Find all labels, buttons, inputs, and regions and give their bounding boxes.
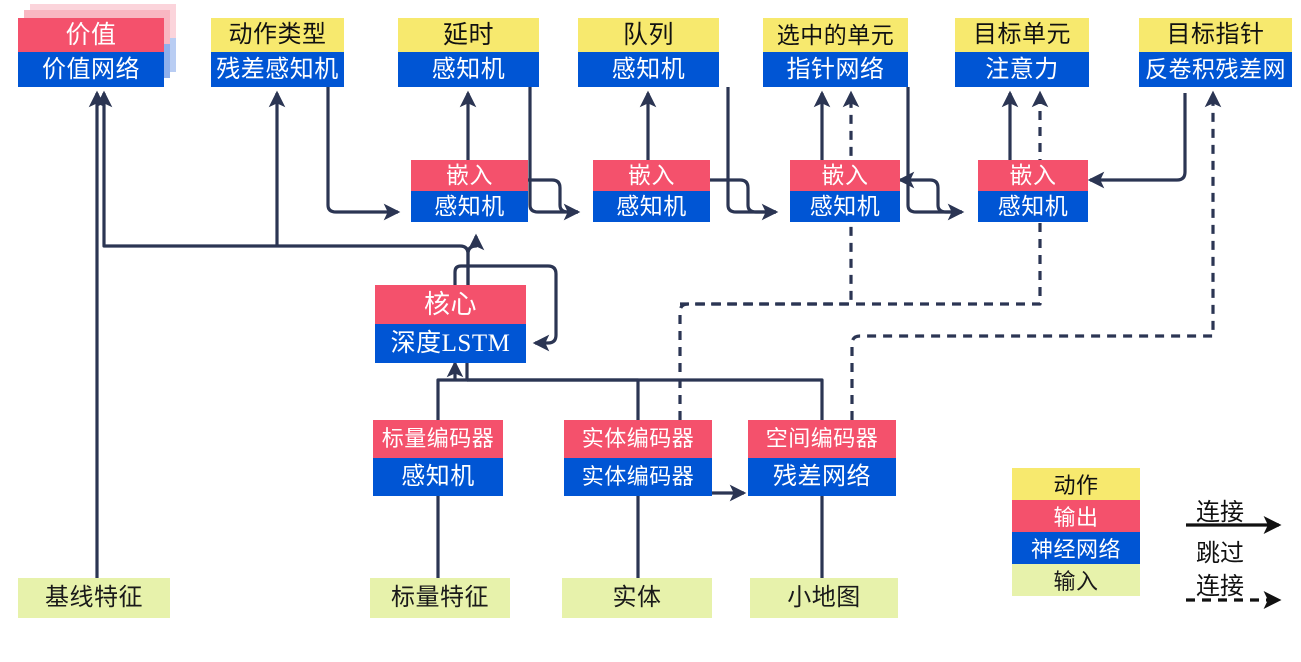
node-delay[interactable]: 延时 感知机 bbox=[398, 18, 539, 87]
wire-branch-into-embed4 bbox=[929, 178, 962, 214]
node-embed-2[interactable]: 嵌入 感知机 bbox=[593, 160, 710, 222]
legend-skip-label-line2: 连接 bbox=[1196, 574, 1244, 600]
wire-entityenc-to-corebus bbox=[467, 378, 640, 420]
wire-queued-to-embed3 bbox=[726, 87, 779, 221]
node-spatial-encoder[interactable]: 空间编码器 残差网络 bbox=[748, 420, 896, 496]
node-entity-encoder[interactable]: 实体编码器 实体编码器 bbox=[564, 420, 712, 496]
legend-output-label: 输出 bbox=[1012, 500, 1140, 532]
legend-skip-label-line1: 跳过 bbox=[1196, 541, 1244, 567]
node-selected-units-bottom: 指针网络 bbox=[763, 52, 908, 87]
node-scalar-encoder-bottom: 感知机 bbox=[373, 458, 503, 496]
node-core-top: 核心 bbox=[375, 285, 526, 324]
input-baseline-features-label: 基线特征 bbox=[18, 578, 170, 618]
wire-scalarenc-to-corebus bbox=[436, 363, 469, 420]
node-spatial-encoder-top: 空间编码器 bbox=[748, 420, 896, 458]
node-target-point[interactable]: 目标指针 反卷积残差网 bbox=[1139, 18, 1292, 87]
node-entity-encoder-bottom: 实体编码器 bbox=[564, 458, 712, 496]
input-minimap-label: 小地图 bbox=[750, 578, 898, 618]
node-input-baseline-features[interactable]: 基线特征 bbox=[18, 578, 170, 618]
node-value[interactable]: 价值 价值网络 bbox=[18, 18, 164, 87]
node-value-bottom: 价值网络 bbox=[18, 52, 164, 87]
node-embed-3[interactable]: 嵌入 感知机 bbox=[790, 160, 900, 222]
node-entity-encoder-top: 实体编码器 bbox=[564, 420, 712, 458]
node-queued-top: 队列 bbox=[578, 18, 719, 52]
legend-action-label: 动作 bbox=[1012, 468, 1140, 500]
node-embed-2-bottom: 感知机 bbox=[593, 191, 710, 222]
legend-connection-label: 连接 bbox=[1196, 500, 1244, 526]
wire-targetpoint-to-embed4 bbox=[1087, 93, 1187, 189]
node-target-point-bottom: 反卷积残差网 bbox=[1139, 52, 1292, 87]
wire-core-to-embed1 bbox=[466, 233, 485, 285]
node-selected-units-top: 选中的单元 bbox=[763, 18, 908, 52]
node-input-minimap[interactable]: 小地图 bbox=[750, 578, 898, 618]
wire-delay-to-embed2 bbox=[528, 87, 581, 221]
node-scalar-encoder-top: 标量编码器 bbox=[373, 420, 503, 458]
node-target-unit-bottom: 注意力 bbox=[955, 52, 1089, 87]
node-core[interactable]: 核心 深度LSTM bbox=[375, 285, 526, 363]
node-delay-bottom: 感知机 bbox=[398, 52, 539, 87]
node-spatial-encoder-bottom: 残差网络 bbox=[748, 458, 896, 496]
input-entities-label: 实体 bbox=[562, 578, 712, 618]
node-delay-top: 延时 bbox=[398, 18, 539, 52]
node-action-type-bottom: 残差感知机 bbox=[211, 52, 344, 87]
legend-color-key: 动作 输出 神经网络 输入 bbox=[1012, 468, 1140, 596]
node-embed-4[interactable]: 嵌入 感知机 bbox=[978, 160, 1088, 222]
node-input-entities[interactable]: 实体 bbox=[562, 578, 712, 618]
node-scalar-encoder[interactable]: 标量编码器 感知机 bbox=[373, 420, 503, 496]
wire-actiontype-to-embed1 bbox=[326, 87, 401, 221]
input-scalar-features-label: 标量特征 bbox=[370, 578, 510, 618]
node-embed-4-bottom: 感知机 bbox=[978, 191, 1088, 222]
skip-spatialenc-to-targetpoint bbox=[850, 90, 1222, 420]
node-embed-4-top: 嵌入 bbox=[978, 160, 1088, 191]
node-action-type[interactable]: 动作类型 残差感知机 bbox=[211, 18, 344, 87]
node-core-bottom: 深度LSTM bbox=[375, 324, 526, 363]
node-embed-3-top: 嵌入 bbox=[790, 160, 900, 191]
legend-input-label: 输入 bbox=[1012, 564, 1140, 596]
node-embed-1-top: 嵌入 bbox=[411, 160, 528, 191]
node-target-point-top: 目标指针 bbox=[1139, 18, 1292, 52]
node-embed-1-bottom: 感知机 bbox=[411, 191, 528, 222]
node-target-unit[interactable]: 目标单元 注意力 bbox=[955, 18, 1089, 87]
node-action-type-top: 动作类型 bbox=[211, 18, 344, 52]
wire-selectedunits-to-embed4 bbox=[906, 87, 965, 221]
node-embed-2-top: 嵌入 bbox=[593, 160, 710, 191]
node-selected-units[interactable]: 选中的单元 指针网络 bbox=[763, 18, 908, 87]
wire-embed1-to-embed2 bbox=[528, 178, 578, 214]
legend-network-label: 神经网络 bbox=[1012, 532, 1140, 564]
wire-spatialenc-to-corebus bbox=[467, 378, 824, 420]
node-queued[interactable]: 队列 感知机 bbox=[578, 18, 719, 87]
wire-embed2-to-embed3 bbox=[710, 178, 776, 214]
node-queued-bottom: 感知机 bbox=[578, 52, 719, 87]
node-target-unit-top: 目标单元 bbox=[955, 18, 1089, 52]
skip-entityenc-to-selectedunits bbox=[678, 90, 860, 420]
node-embed-1[interactable]: 嵌入 感知机 bbox=[411, 160, 528, 222]
node-value-top: 价值 bbox=[18, 18, 164, 52]
node-embed-3-bottom: 感知机 bbox=[790, 191, 900, 222]
node-input-scalar-features[interactable]: 标量特征 bbox=[370, 578, 510, 618]
